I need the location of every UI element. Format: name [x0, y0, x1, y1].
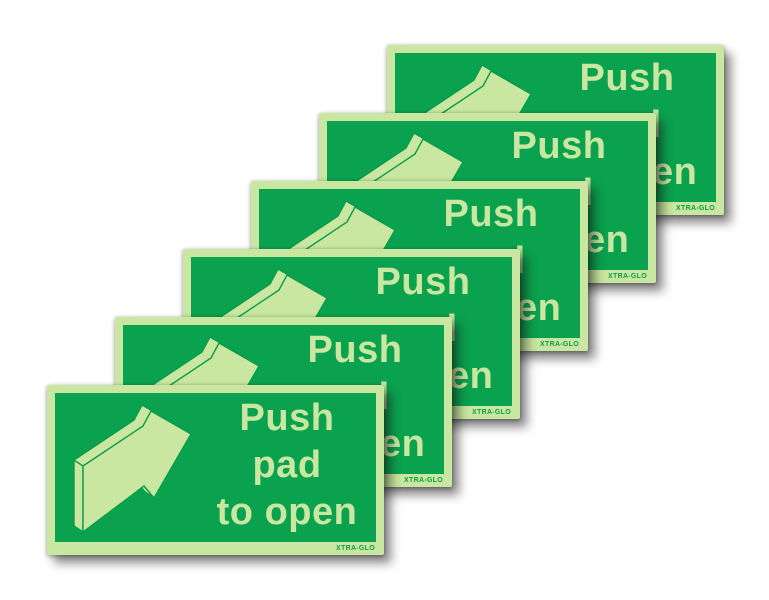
sign-line-1: Push [307, 329, 403, 371]
brand-label: XTRA-GLO [608, 273, 647, 280]
brand-label: XTRA-GLO [676, 205, 715, 212]
sign-line-1: Push [375, 261, 471, 303]
sign-line-1: Push [511, 125, 607, 167]
sign-line-1: Push [579, 57, 675, 99]
brand-label: XTRA-GLO [472, 409, 511, 416]
sign-line-1: Push [239, 397, 335, 439]
push-pad-sign-1: Push pad to open XTRA-GLO [47, 385, 384, 555]
sign-text: Push pad to open [197, 395, 377, 536]
sign-line-2: pad [252, 444, 322, 486]
brand-label: XTRA-GLO [336, 545, 375, 552]
sign-line-3: to open [216, 491, 358, 533]
brand-label: XTRA-GLO [404, 477, 443, 484]
sign-line-1: Push [443, 193, 539, 235]
brand-label: XTRA-GLO [540, 341, 579, 348]
